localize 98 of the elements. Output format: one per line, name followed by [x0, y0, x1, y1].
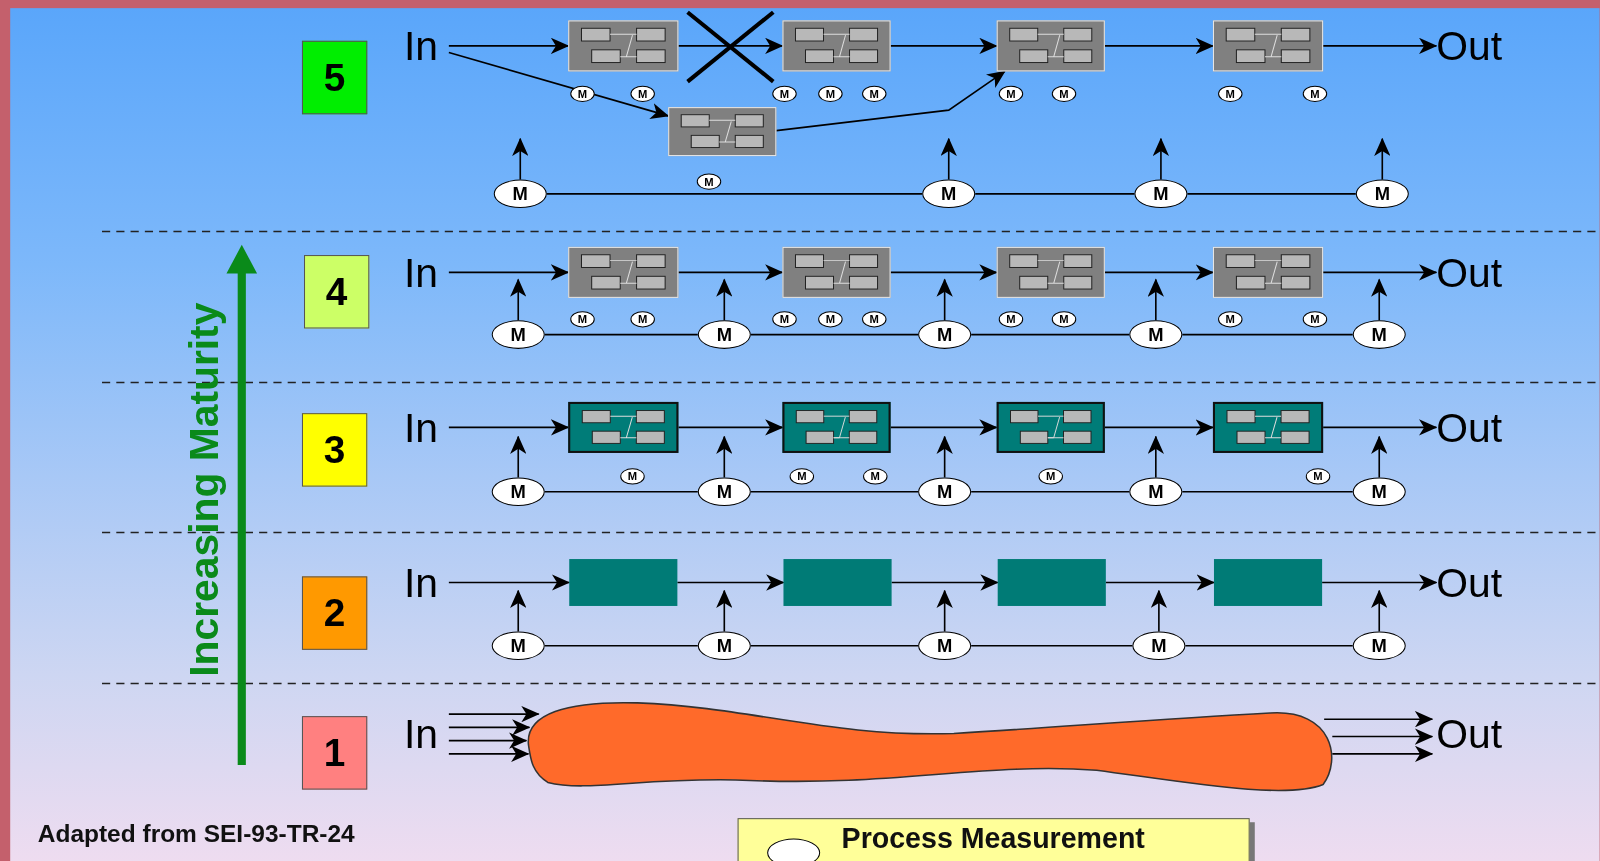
arrow [448, 732, 528, 749]
arrow [716, 435, 733, 479]
process-box [1212, 246, 1324, 298]
arrow [1150, 589, 1168, 633]
connector-line [970, 644, 1134, 647]
arrow [448, 719, 531, 736]
arrow [1105, 574, 1215, 591]
arrow [448, 37, 570, 55]
arrow [1147, 435, 1164, 479]
arrow [889, 264, 998, 281]
output-label: Out [1436, 711, 1518, 756]
arrow [448, 419, 570, 436]
arrow [936, 589, 953, 633]
arrow [936, 278, 953, 322]
arrow [716, 278, 733, 322]
arrow [1371, 278, 1388, 322]
process-box [782, 20, 891, 72]
process-box [1212, 20, 1324, 72]
arrow [936, 435, 953, 479]
process-box [569, 559, 678, 606]
arrow [1323, 711, 1434, 728]
arrow [1374, 137, 1391, 181]
output-label: Out [1436, 23, 1518, 69]
arrow [512, 137, 529, 181]
input-label: In [404, 405, 449, 450]
arrow [448, 264, 570, 281]
arrow [1321, 574, 1438, 591]
process-box [782, 401, 891, 453]
arrow [1152, 137, 1170, 181]
connector-line [543, 490, 699, 493]
input-label: In [404, 711, 449, 756]
connector-line [543, 644, 699, 647]
level-badge: 1 [301, 716, 368, 790]
process-box [568, 246, 679, 298]
level-badge: 3 [301, 413, 368, 487]
output-label: Out [1436, 249, 1518, 295]
arrow [1331, 728, 1434, 745]
connector-line [970, 490, 1131, 493]
arrow [1322, 419, 1438, 436]
arrow [1104, 37, 1214, 55]
arrow [677, 419, 784, 436]
process-box [783, 559, 892, 606]
process-box [1213, 559, 1323, 606]
process-box [997, 559, 1106, 606]
arrow [889, 419, 998, 436]
arrow [677, 37, 784, 55]
process-box [996, 246, 1105, 298]
arrow [716, 589, 733, 633]
arrow [1371, 589, 1388, 633]
input-label: In [404, 249, 449, 295]
connector-line [1184, 644, 1354, 647]
arrow [1104, 419, 1214, 436]
arrow [448, 745, 530, 763]
level-badge: 2 [301, 576, 368, 650]
process-box [1212, 401, 1324, 453]
arrow [1322, 264, 1438, 281]
arrow [448, 705, 540, 723]
arrow [889, 37, 998, 55]
input-label: In [404, 23, 449, 69]
process-box [782, 246, 891, 298]
connector-line [1181, 333, 1354, 336]
arrow [677, 264, 784, 281]
arrow [510, 589, 527, 633]
process-box [568, 401, 679, 453]
connector-line [750, 490, 919, 493]
arrow [1371, 435, 1388, 479]
level-badge: 5 [301, 40, 368, 115]
arrow [1147, 278, 1164, 322]
connector-line [1186, 193, 1357, 195]
connector-line [970, 333, 1131, 336]
connector-line [974, 193, 1136, 195]
connector-line [546, 193, 924, 195]
arrow [448, 574, 571, 591]
process-box [996, 401, 1105, 453]
level-badge: 4 [304, 255, 370, 329]
arrow [890, 574, 999, 591]
arrow [448, 51, 670, 119]
legend-label: Process Measurement [841, 822, 1145, 855]
output-label: Out [1436, 405, 1518, 450]
process-box [568, 20, 679, 72]
connector-line [543, 333, 699, 336]
connector-line [750, 644, 919, 647]
process-box [996, 20, 1105, 72]
axis-title: Increasing Maturity [181, 302, 227, 677]
connector-line [750, 333, 919, 336]
connector-line [1181, 490, 1354, 493]
arrow [1104, 264, 1214, 281]
arrow [940, 137, 957, 181]
process-box [668, 107, 777, 157]
output-label: Out [1436, 560, 1518, 605]
arrow [775, 70, 1006, 132]
arrow [1331, 745, 1434, 763]
input-label: In [404, 560, 449, 605]
arrow [510, 435, 527, 479]
arrow [1322, 37, 1438, 55]
arrow [676, 574, 785, 591]
arrow [510, 278, 527, 322]
source-note: Adapted from SEI-93-TR-24 [37, 819, 355, 848]
